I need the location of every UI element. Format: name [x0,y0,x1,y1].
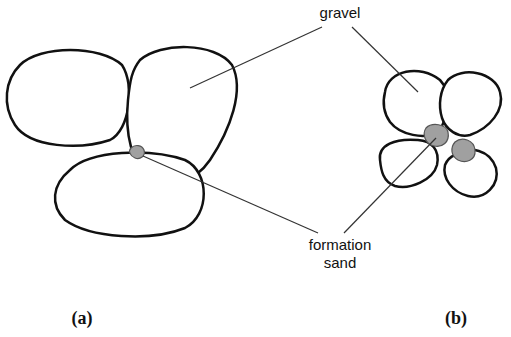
sand-grain [452,139,475,161]
part-label: gravel [300,4,380,22]
sand-grain [130,146,145,159]
leader-line [143,156,318,233]
gravel-grain [7,50,129,146]
figure-label: (a) [57,308,107,330]
gravel-grain [440,72,501,135]
figure-label: (b) [431,308,481,330]
leader-line [190,27,322,88]
sand-grain [424,125,448,147]
leader-line [344,138,436,233]
leader-line [352,27,418,92]
part-label: formation sand [300,236,380,272]
gravel-grain [380,140,438,187]
gravel-grain [55,153,204,237]
